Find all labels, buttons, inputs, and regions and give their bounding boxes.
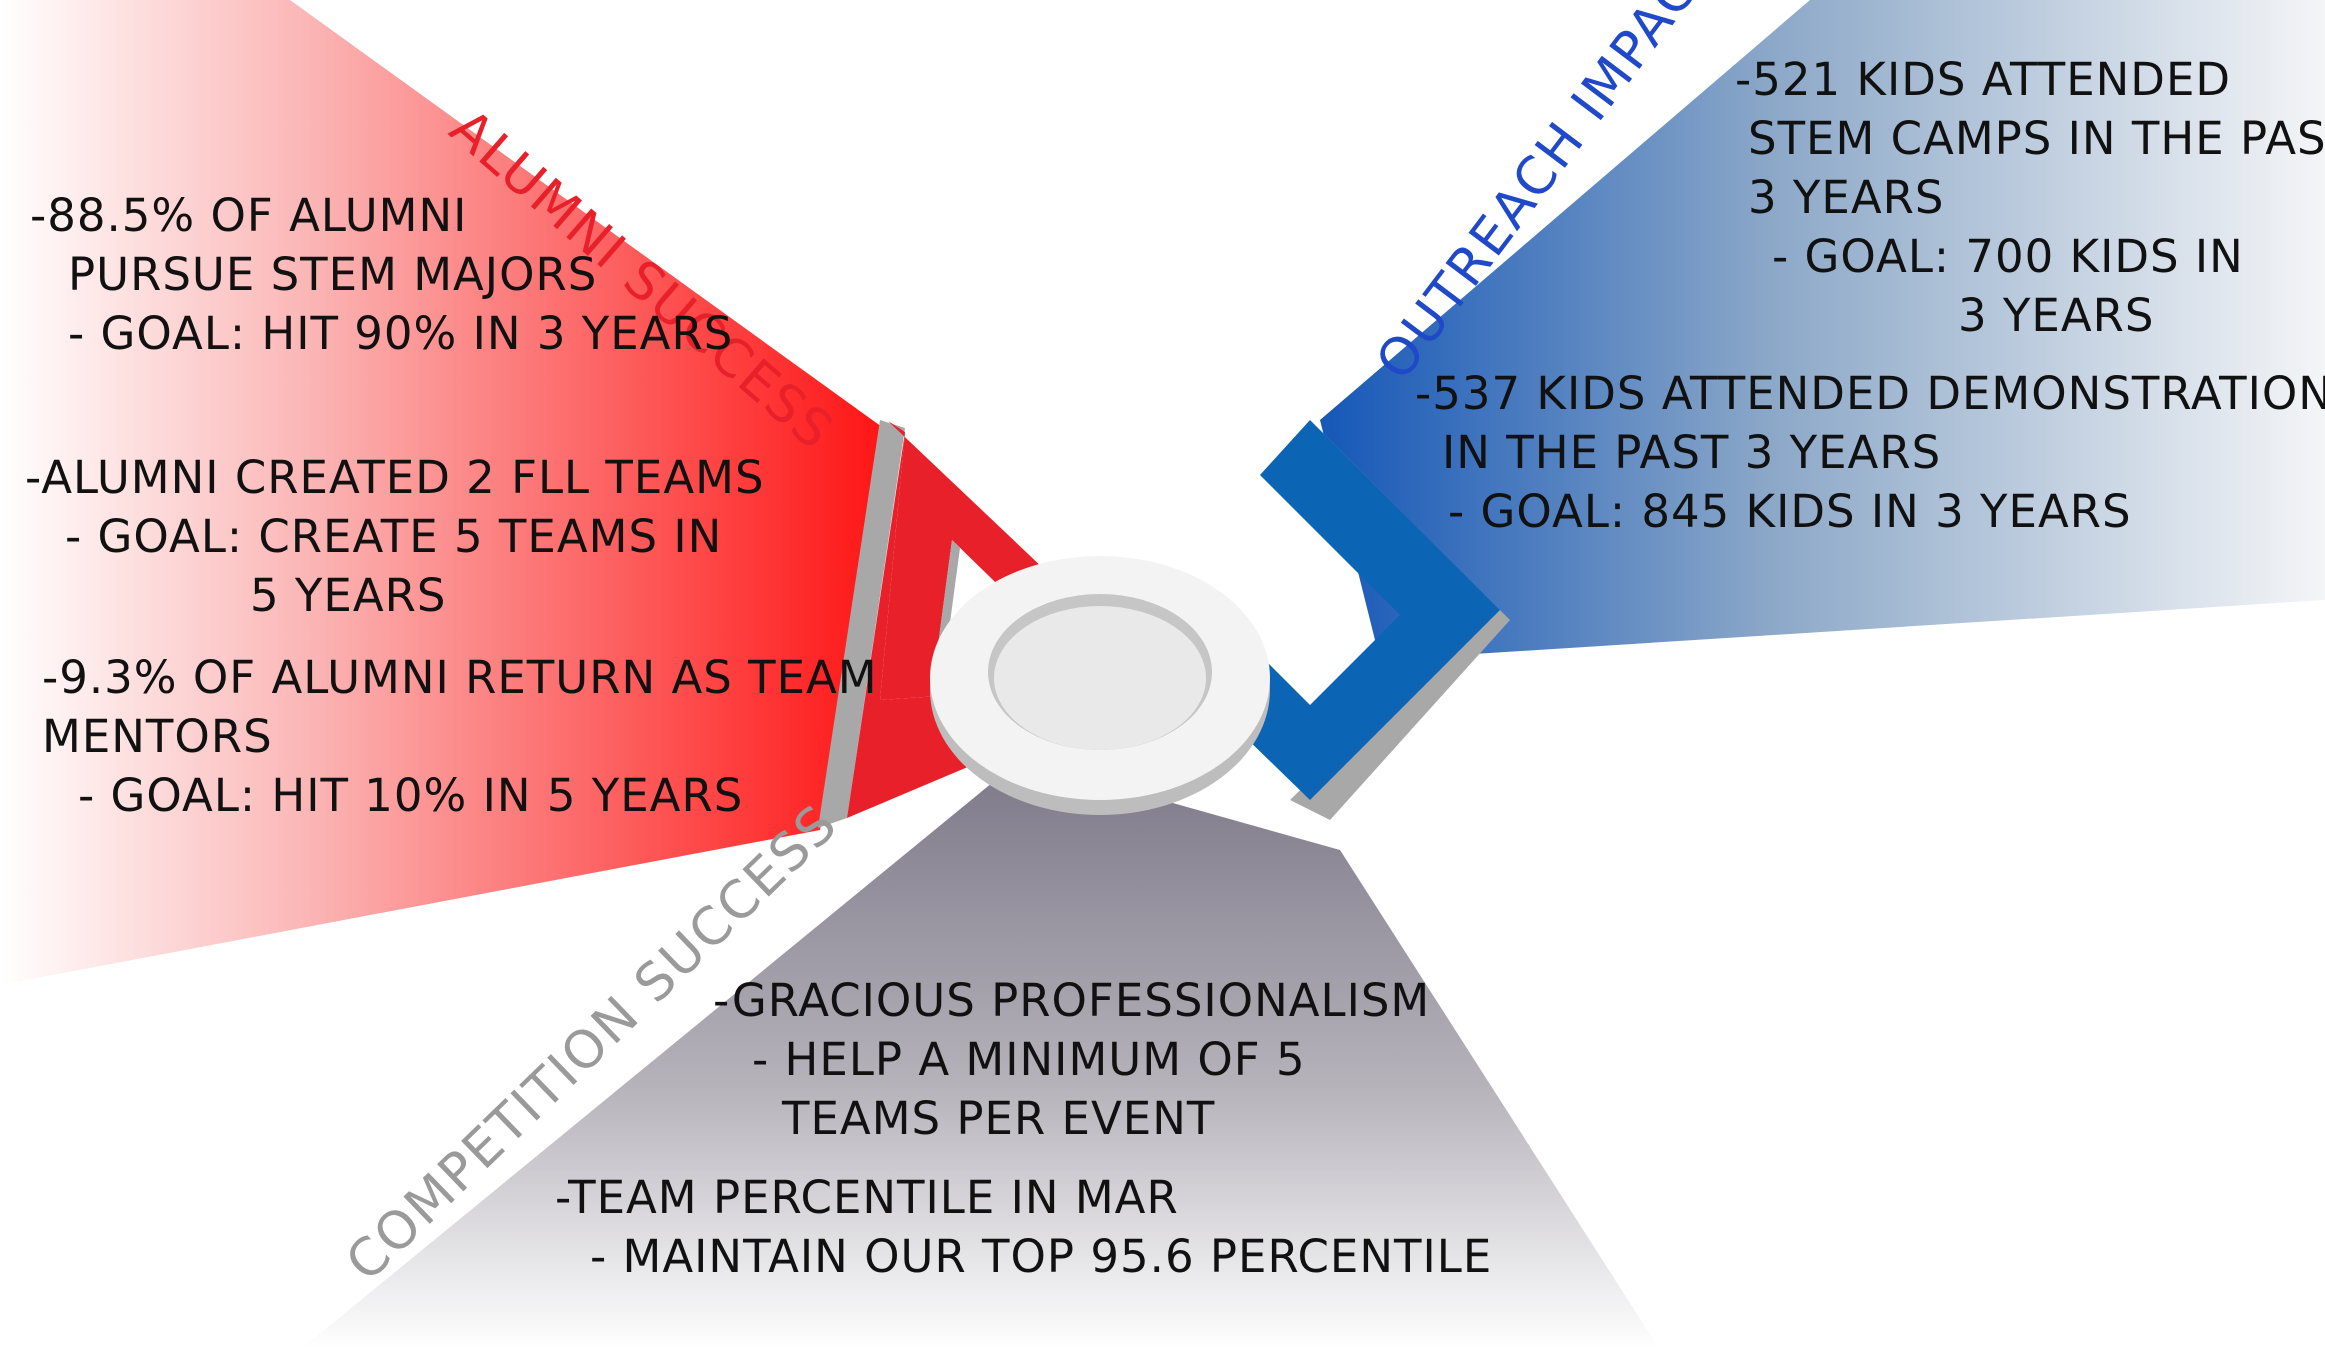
alumni-stat-mentors-cont: mentors [42,710,273,763]
alumni-wedge [0,0,900,985]
alumni-stat-mentors: -9.3% of alumni return as team [42,651,878,704]
competition-goal-percentile: - Maintain our top 95.6 percentile [590,1230,1493,1283]
alumni-stat-fll: -Alumni created 2 FLL teams [25,451,765,504]
first-logo-icon [818,420,1510,828]
outreach-goal-camps-cont: 3 years [1958,289,2155,342]
competition-stat-percentile: -Team percentile in MAR [555,1171,1179,1224]
outreach-goal-camps: - Goal: 700 kids in [1772,230,2244,283]
alumni-goal-fll: - Goal: Create 5 teams in [65,510,723,563]
outreach-stat-camps-cont2: 3 years [1748,171,1945,224]
outreach-wedge [1320,0,2325,660]
alumni-goal-fll-cont: 5 years [250,569,447,622]
competition-goal-gp: - Help a minimum of 5 [752,1033,1306,1086]
alumni-goal-stem: - Goal: Hit 90% in 3 years [68,307,734,360]
competition-stat-gp: -Gracious Professionalism [713,974,1431,1027]
outreach-stat-camps-cont: STEM camps in the past [1748,112,2325,165]
alumni-goal-mentors: - Goal: Hit 10% in 5 years [78,769,744,822]
outreach-goal-demos: - Goal: 845 kids in 3 years [1448,485,2132,538]
outreach-stat-demos: -537 kids attended demonstrations [1415,367,2325,420]
alumni-stat-stem-cont: pursue STEM majors [68,248,598,301]
outreach-stat-demos-cont: in the past 3 years [1442,426,1942,479]
outreach-stat-camps: -521 kids attended [1735,53,2232,106]
competition-goal-gp-cont: teams per event [782,1092,1216,1145]
alumni-stat-stem: -88.5% of alumni [30,189,468,242]
competition-wedge [300,760,1660,1350]
